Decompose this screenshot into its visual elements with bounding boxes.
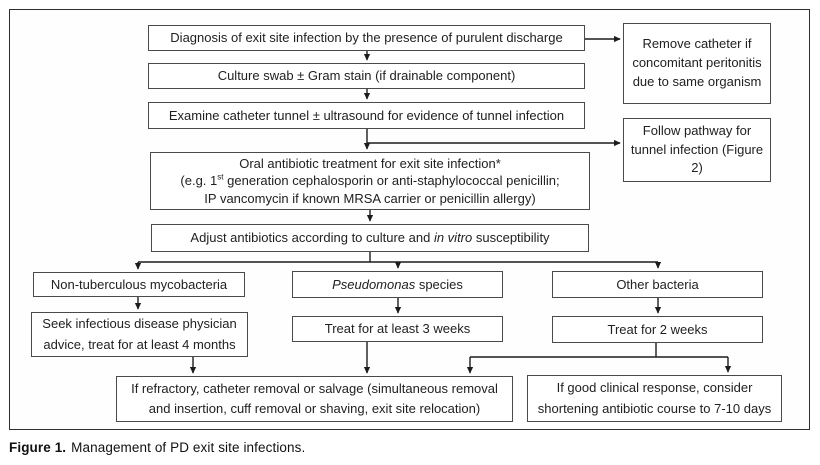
figure-caption-label: Figure 1. — [9, 440, 67, 455]
node-treat-3-weeks-label: Treat for at least 3 weeks — [324, 321, 471, 337]
node-diagnosis: Diagnosis of exit site infection by the … — [148, 25, 585, 51]
ordinal-superscript: st — [217, 173, 224, 183]
node-refractory-label: If refractory, catheter removal or salva… — [131, 380, 498, 416]
node-pseudomonas-species: Pseudomonas species — [292, 271, 503, 298]
node-culture-swab: Culture swab ± Gram stain (if drainable … — [148, 63, 585, 89]
node-culture-swab-label: Culture swab ± Gram stain (if drainable … — [217, 68, 516, 84]
node-other-bacteria-label: Other bacteria — [616, 276, 699, 292]
node-follow-pathway: Follow pathway for tunnel infection (Fig… — [623, 118, 771, 182]
node-oral-line1: Oral antibiotic treatment for exit site … — [239, 156, 501, 172]
node-remove-catheter: Remove catheter if concomitant peritonit… — [623, 23, 771, 104]
node-treat-2-weeks-label: Treat for 2 weeks — [607, 321, 708, 337]
node-good-response-label: If good clinical response, consider shor… — [537, 380, 772, 416]
node-other-bacteria: Other bacteria — [552, 271, 763, 298]
figure-caption-text: Management of PD exit site infections. — [71, 440, 306, 455]
node-oral-line3: IP vancomycin if known MRSA carrier or p… — [204, 190, 536, 206]
node-pseudomonas-label: Pseudomonas species — [332, 276, 463, 292]
node-good-response: If good clinical response, consider shor… — [527, 375, 782, 422]
node-treat-2-weeks: Treat for 2 weeks — [552, 316, 763, 343]
node-ntm-label: Non-tuberculous mycobacteria — [50, 276, 228, 292]
node-remove-catheter-label: Remove catheter if concomitant peritonit… — [632, 36, 762, 89]
node-seek-advice: Seek infectious disease physician advice… — [31, 312, 248, 357]
node-seek-advice-label: Seek infectious disease physician advice… — [42, 316, 237, 352]
node-examine-tunnel: Examine catheter tunnel ± ultrasound for… — [148, 102, 585, 129]
node-oral-antibiotic: Oral antibiotic treatment for exit site … — [150, 152, 590, 210]
node-treat-3-weeks: Treat for at least 3 weeks — [292, 316, 503, 342]
node-follow-pathway-label: Follow pathway for tunnel infection (Fig… — [630, 122, 764, 176]
figure-caption: Figure 1. Management of PD exit site infe… — [9, 440, 305, 455]
node-refractory: If refractory, catheter removal or salva… — [116, 376, 513, 422]
node-adjust-antibiotics: Adjust antibiotics according to culture … — [151, 224, 589, 252]
node-oral-line2: (e.g. 1st generation cephalosporin or an… — [180, 173, 560, 189]
node-adjust-antibiotics-label: Adjust antibiotics according to culture … — [190, 230, 550, 246]
node-examine-tunnel-label: Examine catheter tunnel ± ultrasound for… — [168, 107, 565, 123]
node-diagnosis-label: Diagnosis of exit site infection by the … — [170, 30, 563, 46]
node-non-tuberculous-mycobacteria: Non-tuberculous mycobacteria — [33, 272, 245, 297]
